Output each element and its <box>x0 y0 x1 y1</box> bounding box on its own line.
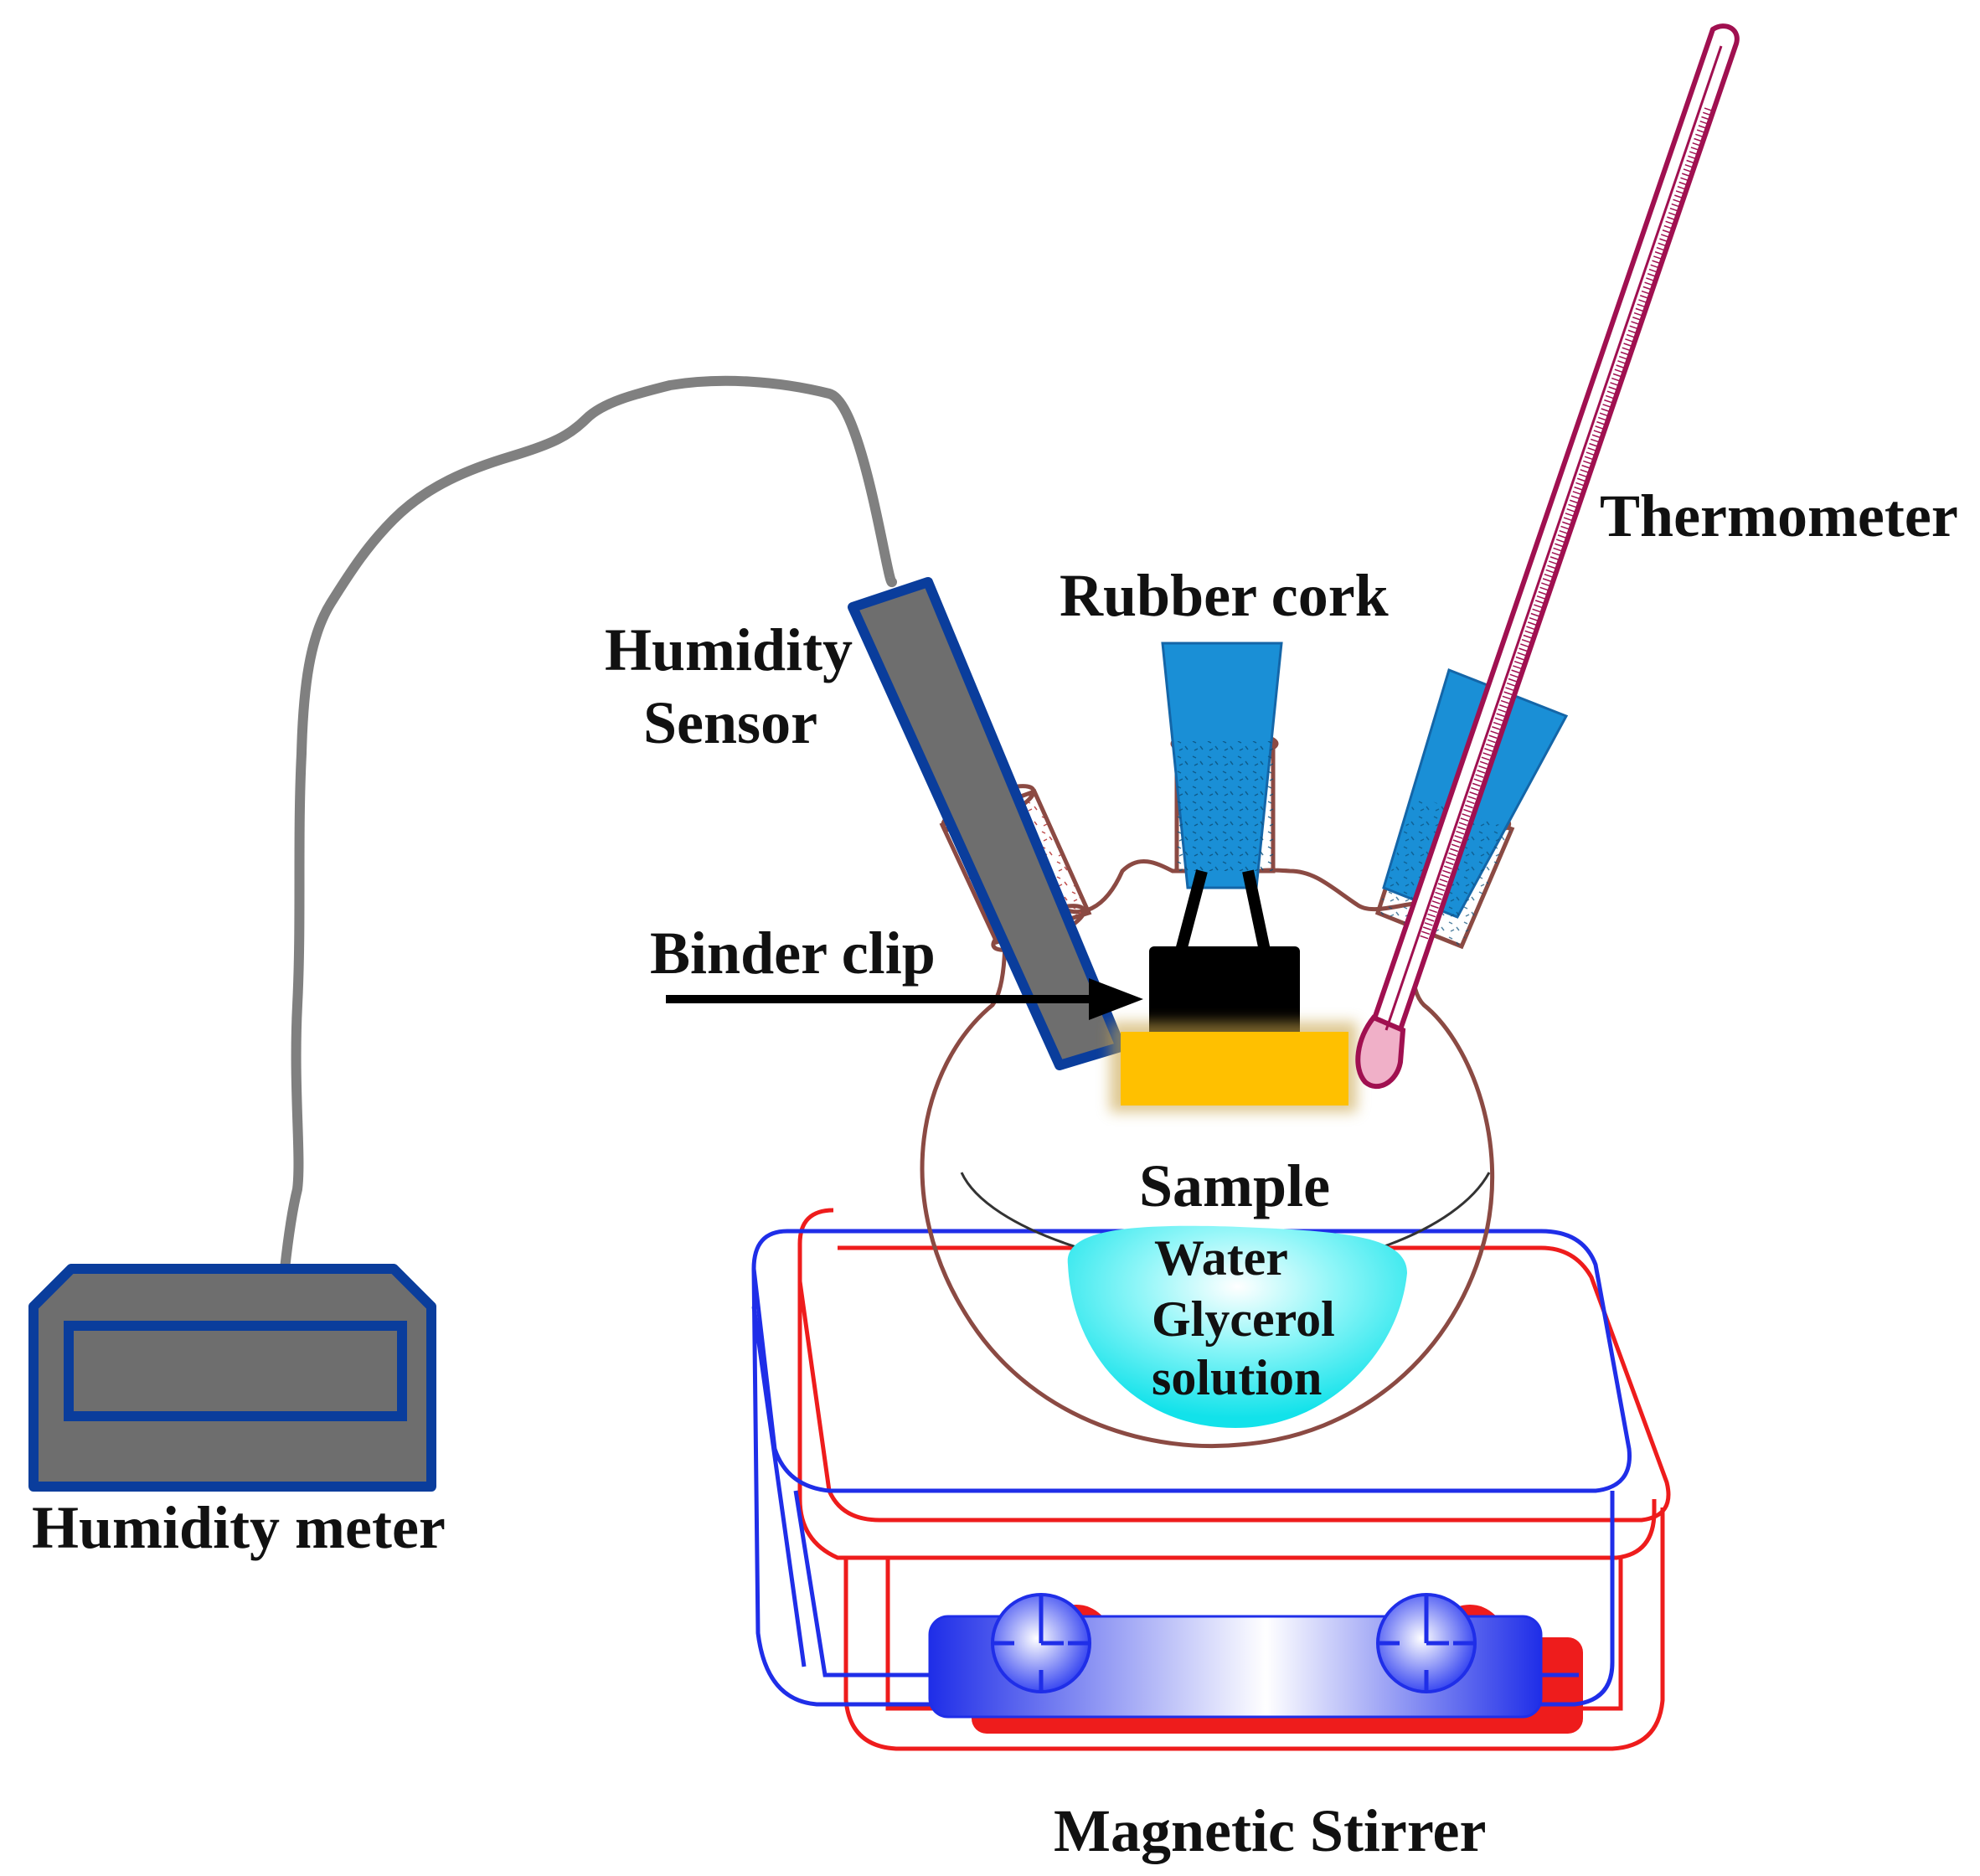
sensor-cable <box>280 375 897 1274</box>
humidity-meter-display <box>64 1321 407 1421</box>
sample-label: Sample <box>1139 1152 1330 1219</box>
solution-label-line1: Water <box>1154 1230 1288 1286</box>
magnetic-stirrer-label: Magnetic Stirrer <box>1054 1797 1486 1864</box>
sample-strip <box>1121 1032 1348 1106</box>
thermometer-label: Thermometer <box>1600 482 1958 549</box>
stirrer-knob-right <box>1376 1593 1477 1693</box>
solution-pool <box>1067 1225 1407 1428</box>
solution-label-line2: Glycerol <box>1152 1291 1335 1347</box>
rubber-cork-label: Rubber cork <box>1060 562 1389 629</box>
binder-clip-label: Binder clip <box>650 920 936 987</box>
magnetic-stirrer <box>751 1208 1671 1751</box>
solution-label-line3: solution <box>1152 1350 1322 1405</box>
thermometer-bulb <box>1355 1014 1406 1089</box>
thermometer-tube <box>1369 23 1740 1037</box>
humidity-sensor-label-line1: Humidity <box>605 616 853 683</box>
humidity-meter-label: Humidity meter <box>32 1494 446 1561</box>
thermometer-scale <box>1420 107 1713 940</box>
flask-body <box>920 858 1495 1449</box>
thermometer <box>1355 23 1740 1089</box>
humidity-sensor-probe <box>848 577 1126 1070</box>
binder-clip-arrow <box>666 978 1143 1020</box>
humidity-meter <box>28 1264 436 1492</box>
stirrer-knob-left <box>991 1593 1091 1693</box>
humidity-sensor-label-line2: Sensor <box>643 689 817 756</box>
thermometer-capillary <box>1384 45 1723 1031</box>
rubber-cork-center <box>1161 642 1283 889</box>
